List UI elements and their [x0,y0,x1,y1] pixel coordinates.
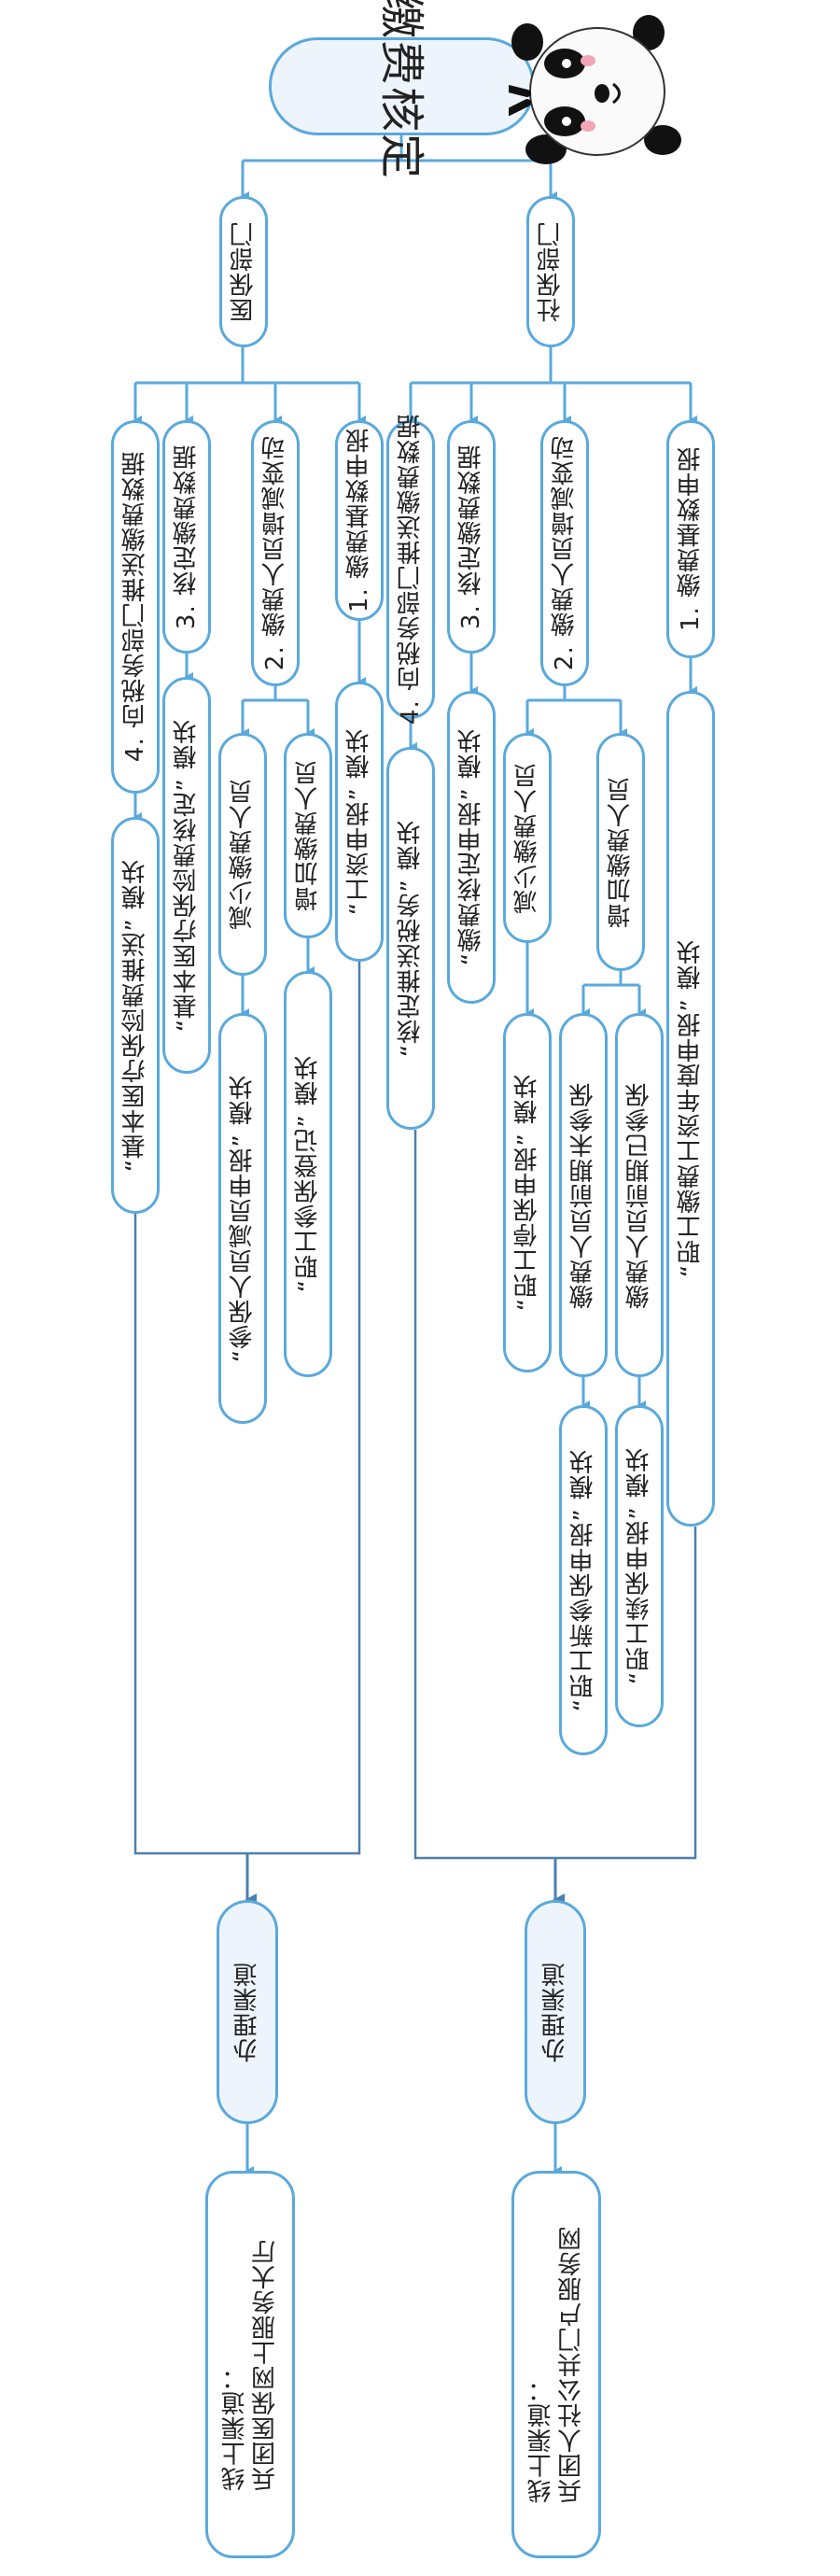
medical-dept-header: 医保部门 [219,196,268,347]
medical-item-2: 2. 缴费人员增减变动 [251,420,300,686]
social-item-1: 1. 缴费基数申报 [666,420,715,658]
medical-decrease-module: “参保人员减员申报” 模块 [218,1013,267,1424]
medical-decrease-box: 减少缴费人员 [218,733,267,976]
medical-item-3: 3. 核定缴费数据 [162,420,211,654]
social-not-insured-module: “职工新参保申报” 模块 [559,1405,608,1755]
social-online-box: 线上渠道： 兵团人社公共门户服务网 [511,2171,601,2558]
medical-increase-module: “职工参保登记” 模块 [284,971,332,1377]
social-channel-box: 办理渠道 [525,1900,586,2124]
panda-mascot-icon [509,15,681,164]
social-decrease-module: “职工停保申报” 模块 [503,1013,552,1372]
medical-item-1-module: “工资申报” 模块 [335,682,384,962]
social-not-insured-box: 缴费人员前期未参保 [559,1013,608,1377]
social-increase-box: 增加缴费人员 [596,733,645,971]
social-dept-header: 社保部门 [526,196,575,347]
social-previously-insured-module: “职工续保申报” 模块 [615,1405,664,1727]
medical-item-4-module: “基本医疗保险费推送” 模块 [111,817,160,1214]
medical-item-1: 1. 缴费基数申报 [335,420,384,621]
medical-online-name: 兵团医保网上服务大厅 [251,2238,279,2491]
medical-channel-box: 办理渠道 [217,1900,278,2124]
social-item-2: 2. 缴费人员增减变动 [540,420,589,686]
social-item-3: 3. 核定缴费数据 [447,420,496,654]
medical-dept-label: 医保部门 [229,221,258,322]
social-item-1-module: “职工缴费工资年度申报” 模块 [666,691,715,1527]
social-online-name: 兵团人社公共门户服务网 [557,2226,585,2503]
social-previously-insured-box: 缴费人员前期已参保 [615,1013,664,1377]
social-online-label: 线上渠道： [526,2377,555,2503]
medical-online-box: 线上渠道： 兵团医保网上服务大厅 [205,2171,295,2558]
social-item-4-module: “核定推送税务” 模块 [386,747,435,1130]
medical-online-label: 线上渠道： [220,2364,249,2491]
social-dept-label: 社保部门 [536,221,565,322]
title-box: 缴费核定 [269,0,535,180]
social-decrease-box: 减少缴费人员 [503,733,552,943]
medical-increase-box: 增加缴费人员 [284,733,332,938]
medical-item-4: 4. 向税务部门推送缴费数据 [111,420,160,794]
title-text: 缴费核定 [375,0,428,180]
medical-item-3-module: “基本医疗保险费核定” 模块 [162,677,211,1074]
social-item-3-module: “缴费核定申报” 模块 [447,691,496,1004]
social-item-4: 4. 向税务部门推送缴费数据 [386,414,435,725]
